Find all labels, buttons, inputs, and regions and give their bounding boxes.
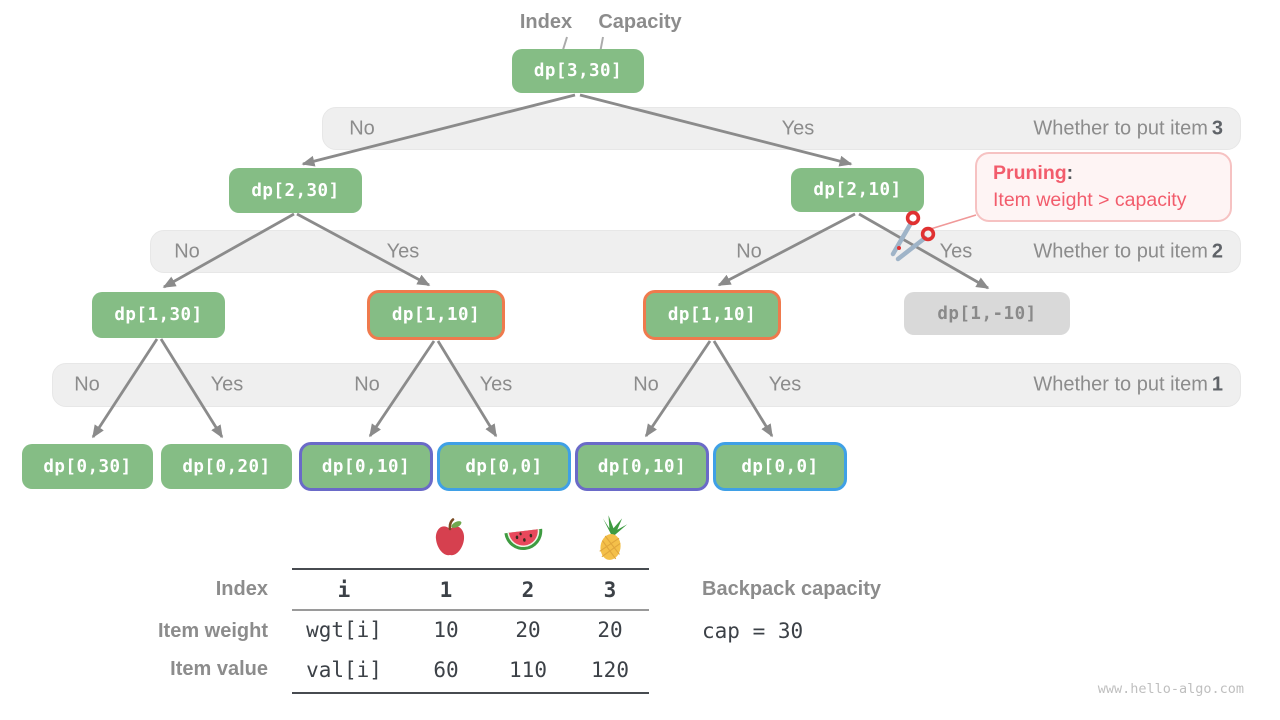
watermelon-icon <box>504 528 543 551</box>
node-dp-1-30: dp[1,30] <box>92 292 225 338</box>
band-choice-label: Yes <box>210 373 244 396</box>
table-cell: 1 <box>439 578 453 602</box>
table-cell: 3 <box>603 578 617 602</box>
band-title-number: 3 <box>1211 117 1223 139</box>
band-choice-label: No <box>736 240 762 262</box>
node-dp-1-10-b: dp[1,10] <box>643 290 781 340</box>
band-choice-label: No <box>349 117 375 139</box>
band-title-text: Whether to put item <box>1033 117 1208 139</box>
band-choice-label: No <box>74 373 100 396</box>
table-cell: wgt[i] <box>306 618 382 642</box>
band-choice-label: Yes <box>781 117 815 139</box>
table-rule-top <box>292 568 649 571</box>
band-title-text: Whether to put item <box>1033 373 1208 396</box>
node-dp-2-10: dp[2,10] <box>791 168 924 212</box>
backpack-capacity-label: Backpack capacity <box>702 578 882 600</box>
table-cell: 110 <box>509 658 547 682</box>
table-cell: i <box>337 578 351 602</box>
band-title-text: Whether to put item <box>1033 240 1208 262</box>
table-cell: 20 <box>597 618 623 642</box>
band-choice-label: No <box>174 240 200 262</box>
capacity-header-label: Capacity <box>598 11 682 33</box>
node-dp-2-30: dp[2,30] <box>229 168 362 213</box>
node-dp-1-10-a: dp[1,10] <box>367 290 505 340</box>
node-dp-3-30: dp[3,30] <box>512 49 644 93</box>
band-choice-label: No <box>633 373 659 396</box>
index-header-label: Index <box>519 11 573 33</box>
band-choice-label: Yes <box>479 373 513 396</box>
pineapple-icon <box>599 515 628 560</box>
node-dp-0-0-a: dp[0,0] <box>437 442 571 491</box>
table-row-label: Item value <box>170 658 268 680</box>
table-rule-bottom <box>292 692 649 695</box>
table-cell: 60 <box>433 658 459 682</box>
pruning-colon: : <box>1066 162 1074 184</box>
node-dp-1-neg10: dp[1,-10] <box>904 292 1070 335</box>
band-choice-label: No <box>354 373 380 396</box>
node-dp-0-10-a: dp[0,10] <box>299 442 433 491</box>
node-dp-0-20: dp[0,20] <box>161 444 292 489</box>
watermark: www.hello-algo.com <box>1097 681 1244 697</box>
table-cell: 2 <box>521 578 535 602</box>
band-title-number: 2 <box>1211 240 1223 262</box>
node-dp-0-10-b: dp[0,10] <box>575 442 709 491</box>
table-row-label: Index <box>215 578 268 600</box>
table-cell: val[i] <box>306 658 382 682</box>
node-dp-0-0-b: dp[0,0] <box>713 442 847 491</box>
pruning-text: Item weight > capacity <box>993 189 1187 211</box>
band-choice-label: Yes <box>768 373 802 396</box>
backpack-capacity-value: cap = 30 <box>702 619 804 643</box>
pruning-callout: Pruning: Item weight > capacity <box>975 152 1232 222</box>
table-cell: 20 <box>515 618 541 642</box>
band-choice-label: Yes <box>939 240 973 262</box>
band-item-1: No Yes No Yes No Yes Whether to put item… <box>52 363 1241 407</box>
scissors-icon <box>890 210 936 262</box>
apple-icon <box>435 518 465 556</box>
table-rule-mid <box>292 609 649 611</box>
table-row-label: Item weight <box>157 620 268 642</box>
node-dp-0-30: dp[0,30] <box>22 444 153 489</box>
table-cell: 120 <box>591 658 629 682</box>
table-cell: 10 <box>433 618 459 642</box>
band-choice-label: Yes <box>386 240 420 262</box>
band-title-number: 1 <box>1211 373 1223 396</box>
pruning-title: Pruning <box>993 162 1067 184</box>
